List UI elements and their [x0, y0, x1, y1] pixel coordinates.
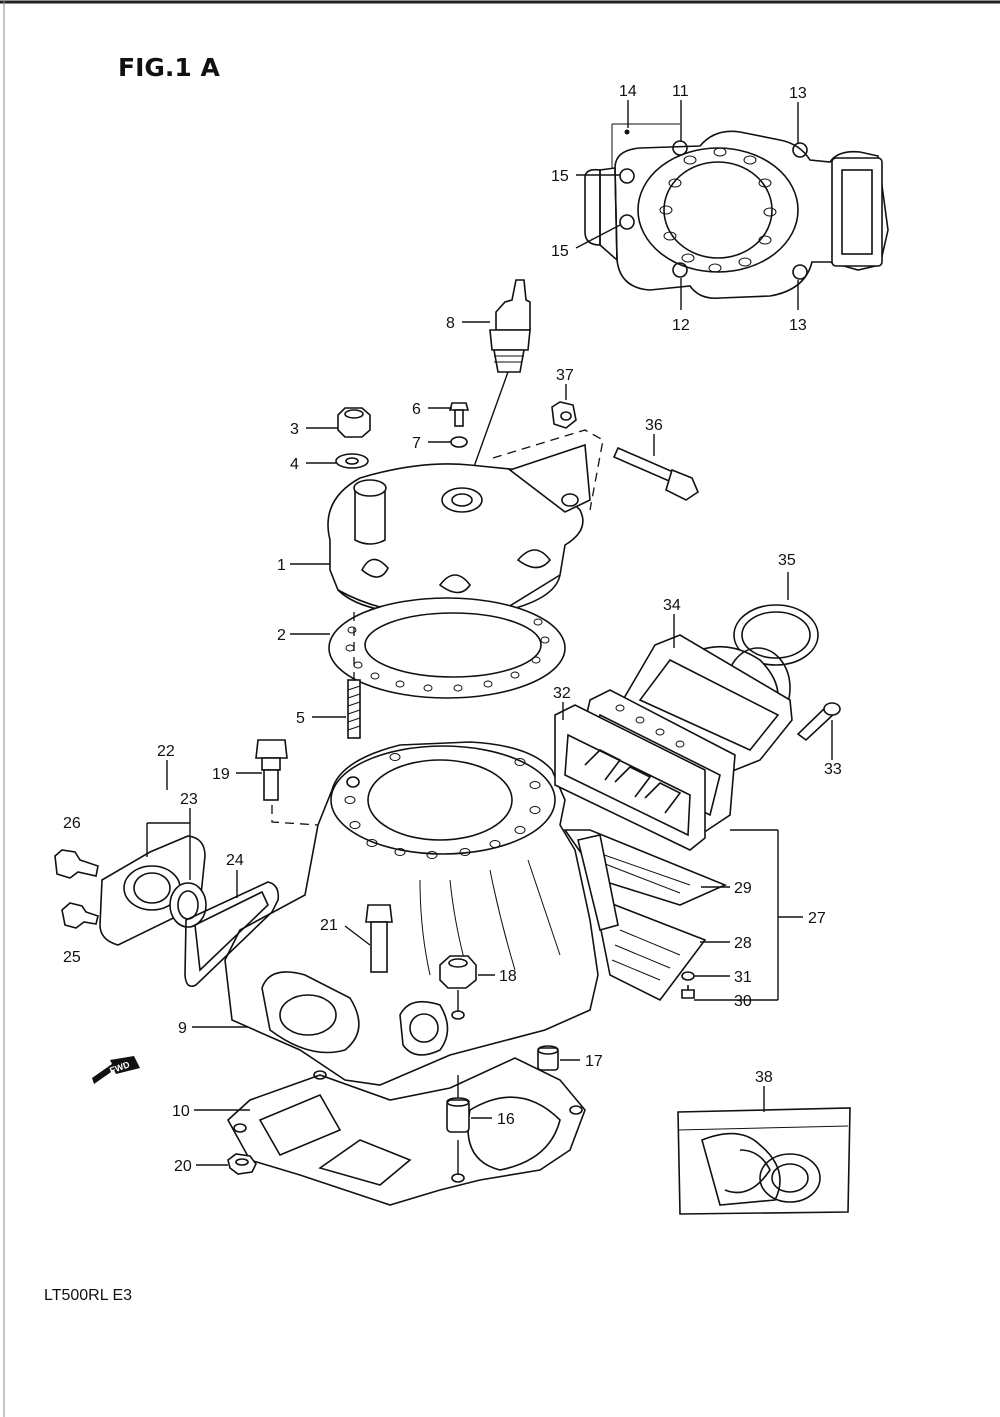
small-fasteners [335, 401, 699, 501]
callout-30: 30 [734, 993, 752, 1010]
callout-1: 1 [277, 557, 286, 574]
callout-24: 24 [226, 852, 244, 869]
bolt-21 [365, 904, 393, 973]
callout-27: 27 [808, 910, 826, 927]
callout-34: 34 [663, 597, 681, 614]
callout-6: 6 [412, 401, 421, 418]
callout-28: 28 [734, 935, 752, 952]
callout-25: 25 [63, 949, 81, 966]
callout-labels: 1 2 3 4 5 6 7 8 9 10 11 12 13 13 14 15 1… [63, 83, 842, 1175]
callout-8: 8 [446, 315, 455, 332]
callout-31: 31 [734, 969, 752, 986]
callout-22: 22 [157, 743, 175, 760]
callout-18: 18 [499, 968, 517, 985]
callout-33: 33 [824, 761, 842, 778]
callout-7: 7 [412, 435, 421, 452]
callout-23: 23 [180, 791, 198, 808]
callout-19: 19 [212, 766, 230, 783]
head-gasket [328, 597, 566, 699]
main-leaders [192, 321, 655, 1166]
callout-15-top: 15 [551, 168, 569, 185]
callout-2: 2 [277, 627, 286, 644]
model-code: LT500RL E3 [44, 1287, 132, 1304]
gasket-kit-pack [677, 1086, 851, 1215]
callout-11: 11 [672, 83, 689, 100]
callout-13-bottom: 13 [789, 317, 807, 334]
head-bolt-connector [492, 429, 604, 511]
callout-20: 20 [174, 1158, 192, 1175]
callout-32: 32 [553, 685, 571, 702]
intake-leaders [562, 572, 833, 1001]
callout-12: 12 [672, 317, 690, 334]
callout-37: 37 [556, 367, 574, 384]
cylinder-head [327, 443, 591, 617]
cylinder-top-view [584, 123, 889, 300]
callout-4: 4 [290, 456, 299, 473]
top-view-leaders [575, 100, 799, 310]
callout-16: 16 [497, 1111, 515, 1128]
callout-10: 10 [172, 1103, 190, 1120]
callout-5: 5 [296, 710, 305, 727]
intake-assembly [554, 604, 841, 1002]
stud-bolt [347, 612, 361, 739]
callout-14: 14 [619, 83, 637, 100]
cylinder-body [224, 741, 599, 1086]
callout-17: 17 [585, 1053, 603, 1070]
exhaust-flange-assembly [54, 835, 280, 988]
callout-15-bottom: 15 [551, 243, 569, 260]
callout-13-top: 13 [789, 85, 807, 102]
callout-9: 9 [178, 1020, 187, 1037]
base-gasket [226, 1057, 586, 1206]
figure-title: FIG.1 A [118, 53, 220, 82]
callout-35: 35 [778, 552, 796, 569]
bolt-19 [255, 739, 319, 826]
callout-29: 29 [734, 880, 752, 897]
forward-arrow-icon: FWD [92, 1056, 140, 1084]
callout-26: 26 [63, 815, 81, 832]
callout-36: 36 [645, 417, 663, 434]
dowel-pins [227, 1045, 559, 1175]
nut-18 [439, 955, 477, 1020]
callout-3: 3 [290, 421, 299, 438]
callout-21: 21 [320, 917, 338, 934]
callout-38: 38 [755, 1069, 773, 1086]
exhaust-leaders [146, 760, 238, 898]
